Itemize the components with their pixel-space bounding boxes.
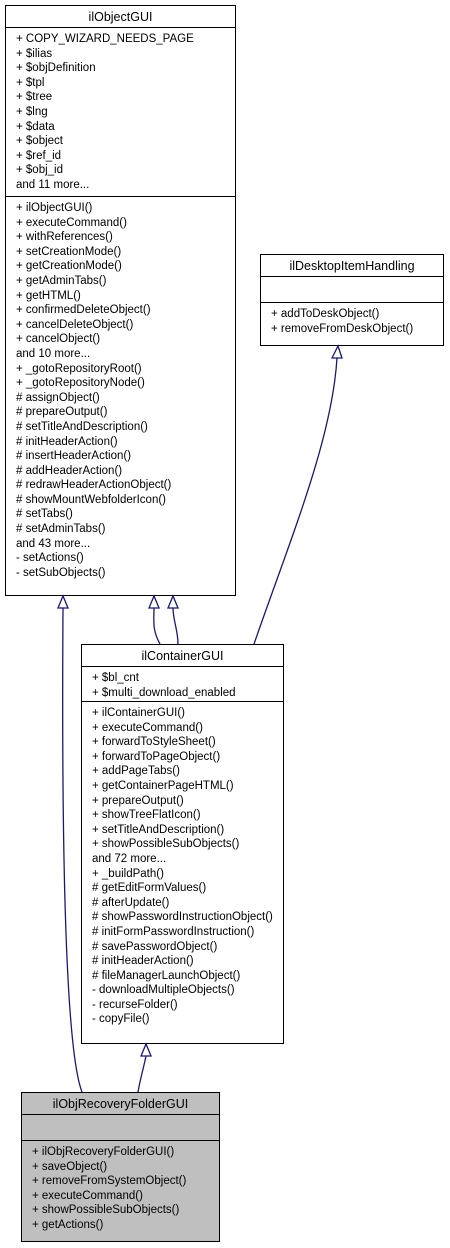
method-row[interactable]: + ilObjectGUI() — [16, 202, 93, 214]
arrowhead-objectgui-3 — [167, 594, 179, 609]
method-row[interactable]: + executeCommand() — [32, 1189, 143, 1202]
method-row[interactable]: + addPageTabs() — [92, 765, 180, 778]
methods-section: + ilObjRecoveryFolderGUI() + saveObject()… — [22, 1140, 219, 1236]
method-row[interactable]: + showPossibleSubObjects() — [92, 838, 240, 851]
class-title[interactable]: ilObjectGUI — [88, 10, 153, 24]
arrowhead-desktop — [330, 344, 343, 359]
method-row[interactable]: # setTabs() — [16, 508, 73, 521]
method-row[interactable]: + getActions() — [32, 1218, 104, 1231]
attribute-row[interactable]: + $ilias — [16, 47, 53, 60]
attribute-row[interactable]: + $lng — [16, 105, 48, 118]
method-row[interactable]: + withReferences() — [16, 231, 113, 244]
attribute-row[interactable]: + $objDefinition — [16, 62, 96, 75]
methods-section: + ilObjectGUI() + executeCommand() + withR… — [6, 196, 235, 583]
method-row[interactable]: + getCreationMode() — [16, 260, 122, 273]
method-row[interactable]: + executeCommand() — [16, 216, 127, 229]
method-row[interactable]: and 43 more... — [16, 537, 91, 550]
method-row[interactable]: # afterUpdate() — [92, 896, 170, 909]
method-row[interactable]: # redrawHeaderActionObject() — [16, 479, 172, 492]
method-row[interactable]: + ilContainerGUI() — [92, 707, 185, 719]
method-row[interactable]: + removeFromDeskObject() — [271, 322, 414, 335]
method-row[interactable]: + setTitleAndDescription() — [92, 823, 225, 836]
method-row[interactable]: - copyFile() — [92, 1013, 150, 1026]
attribute-row[interactable]: + $ref_id — [16, 149, 62, 162]
method-row[interactable]: # setAdminTabs() — [16, 523, 106, 536]
class-title[interactable]: ilDesktopItemHandling — [289, 259, 415, 273]
edge-recovery-to-container — [137, 1055, 147, 1093]
method-row[interactable]: - setActions() — [16, 552, 84, 565]
method-row[interactable]: + forwardToPageObject() — [92, 750, 221, 763]
method-row[interactable]: # getEditFormValues() — [92, 882, 207, 895]
method-row[interactable]: + _gotoRepositoryNode() — [16, 377, 145, 390]
method-row[interactable]: # setTitleAndDescription() — [16, 420, 148, 433]
method-row[interactable]: + saveObject() — [32, 1160, 108, 1173]
attributes-section: + $bl_cnt + $multi_download_enabled — [82, 666, 283, 701]
method-row[interactable]: + prepareOutput() — [92, 794, 184, 807]
edge-container-to-objectgui-b — [172, 607, 179, 645]
method-row[interactable]: - downloadMultipleObjects() — [92, 984, 235, 997]
methods-section: + ilContainerGUI() + executeCommand() + fo… — [82, 701, 283, 1030]
attribute-row[interactable]: + COPY_WIZARD_NEEDS_PAGE — [16, 33, 194, 45]
class-ilObjectGUI[interactable]: ilObjectGUI + COPY_WIZARD_NEEDS_PAGE + $i… — [5, 5, 236, 596]
method-row[interactable]: + addToDeskObject() — [271, 308, 380, 320]
method-row[interactable]: + _gotoRepositoryRoot() — [16, 362, 142, 375]
class-ilObjRecoveryFolderGUI[interactable]: ilObjRecoveryFolderGUI + ilObjRecoveryFo… — [21, 1092, 220, 1242]
class-ilDesktopItemHandling[interactable]: ilDesktopItemHandling + addToDeskObject(… — [260, 254, 444, 346]
arrowhead-objectgui-2 — [148, 594, 160, 609]
method-row[interactable]: # initHeaderAction() — [16, 435, 118, 448]
method-row[interactable]: + removeFromSystemObject() — [32, 1175, 187, 1188]
method-row[interactable]: # initHeaderAction() — [92, 955, 194, 968]
attribute-row[interactable]: + $tpl — [16, 76, 45, 89]
methods-section: + addToDeskObject() + removeFromDeskObjec… — [261, 302, 443, 339]
attributes-section: + COPY_WIZARD_NEEDS_PAGE + $ilias + $objDe… — [6, 27, 235, 196]
edge-container-to-desktop — [253, 357, 338, 645]
attribute-row[interactable]: and 11 more... — [16, 178, 90, 191]
method-row[interactable]: + cancelDeleteObject() — [16, 318, 134, 331]
attribute-row[interactable]: + $object — [16, 135, 63, 148]
method-row[interactable]: + showPossibleSubObjects() — [32, 1204, 180, 1217]
class-title[interactable]: ilObjRecoveryFolderGUI — [52, 1097, 189, 1111]
attribute-row[interactable]: + $bl_cnt — [92, 672, 139, 684]
method-row[interactable]: # assignObject() — [16, 391, 100, 404]
edge-recovery-to-objectgui — [62, 607, 83, 1093]
method-row[interactable]: - recurseFolder() — [92, 998, 178, 1011]
class-ilContainerGUI[interactable]: ilContainerGUI + $bl_cnt + $multi_downloa… — [81, 644, 284, 1044]
method-row[interactable]: # prepareOutput() — [16, 406, 108, 419]
method-row[interactable]: + getHTML() — [16, 289, 81, 302]
attribute-row[interactable]: + $multi_download_enabled — [92, 686, 236, 699]
method-row[interactable]: and 10 more... — [16, 347, 91, 360]
method-row[interactable]: + setCreationMode() — [16, 245, 122, 258]
attribute-row[interactable]: + $tree — [16, 91, 53, 104]
method-row[interactable]: + ilObjRecoveryFolderGUI() — [32, 1146, 175, 1158]
attributes-section — [22, 1114, 219, 1140]
method-row[interactable]: + cancelObject() — [16, 333, 101, 346]
method-row[interactable]: # fileManagerLaunchObject() — [92, 969, 241, 982]
attribute-row[interactable]: + $obj_id — [16, 164, 63, 177]
arrowhead-container — [140, 1042, 152, 1057]
method-row[interactable]: # insertHeaderAction() — [16, 450, 132, 463]
method-row[interactable]: + showTreeFlatIcon() — [92, 809, 201, 822]
method-row[interactable]: and 72 more... — [92, 852, 167, 865]
method-row[interactable]: + executeCommand() — [92, 721, 203, 734]
method-row[interactable]: # showPasswordInstructionObject() — [92, 911, 273, 924]
method-row[interactable]: + _buildPath() — [92, 867, 164, 880]
method-row[interactable]: # showMountWebfolderIcon() — [16, 493, 166, 506]
arrowhead-objectgui-1 — [57, 594, 69, 609]
method-row[interactable]: + confirmedDeleteObject() — [16, 304, 151, 317]
method-row[interactable]: + getContainerPageHTML() — [92, 779, 234, 792]
class-title[interactable]: ilContainerGUI — [141, 649, 224, 663]
method-row[interactable]: # initFormPasswordInstruction() — [92, 925, 255, 938]
edge-container-to-objectgui-a — [153, 607, 161, 645]
attribute-row[interactable]: + $data — [16, 120, 55, 133]
method-row[interactable]: # savePasswordObject() — [92, 940, 218, 953]
attributes-section — [261, 276, 443, 302]
method-row[interactable]: + forwardToStyleSheet() — [92, 736, 216, 749]
method-row[interactable]: - setSubObjects() — [16, 566, 106, 579]
method-row[interactable]: # addHeaderAction() — [16, 464, 123, 477]
method-row[interactable]: + getAdminTabs() — [16, 274, 107, 287]
